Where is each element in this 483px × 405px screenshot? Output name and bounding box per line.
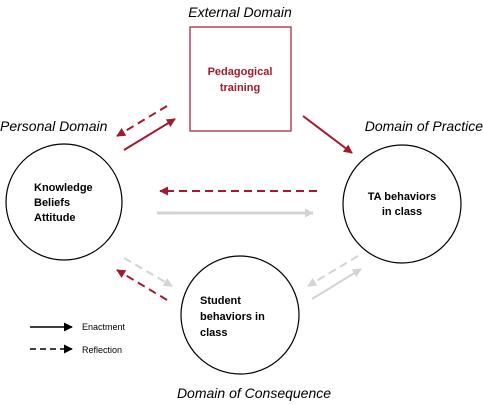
student-behaviors-line2: behaviors in <box>200 311 265 323</box>
knowledge-line3: Attitude <box>34 212 76 224</box>
knowledge-circle <box>5 143 123 261</box>
enactment-arrow-personal-to-external <box>123 118 176 151</box>
ta-behaviors-circle <box>342 144 462 264</box>
legend-enactment-label: Enactment <box>82 322 126 332</box>
student-behaviors-line1: Student <box>200 295 241 307</box>
reflection-arrow-external-to-personal <box>116 105 168 137</box>
external-domain-label: External Domain <box>188 4 292 20</box>
reflection-arrow-personal-to-consequence <box>123 257 173 287</box>
consequence-domain-label: Domain of Consequence <box>177 385 331 401</box>
enactment-arrow-external-to-practice <box>302 115 353 154</box>
personal-domain-label: Personal Domain <box>0 118 108 134</box>
pedagogical-training-line1: Pedagogical <box>208 66 273 78</box>
practice-domain-label: Domain of Practice <box>365 118 483 134</box>
reflection-arrow-practice-to-consequence <box>307 255 359 287</box>
pedagogical-training-box <box>189 26 292 132</box>
reflection-arrow-consequence-to-personal <box>116 269 168 301</box>
ta-behaviors-line1: TA behaviors <box>368 191 436 203</box>
knowledge-line1: Knowledge <box>34 182 93 194</box>
enactment-arrow-consequence-to-practice <box>311 268 362 300</box>
ta-behaviors-line2: in class <box>382 206 422 218</box>
student-behaviors-circle <box>180 255 300 375</box>
legend-reflection-label: Reflection <box>82 345 122 355</box>
pedagogical-training-line2: training <box>220 82 260 94</box>
knowledge-line2: Beliefs <box>34 197 70 209</box>
student-behaviors-line3: class <box>200 327 228 339</box>
